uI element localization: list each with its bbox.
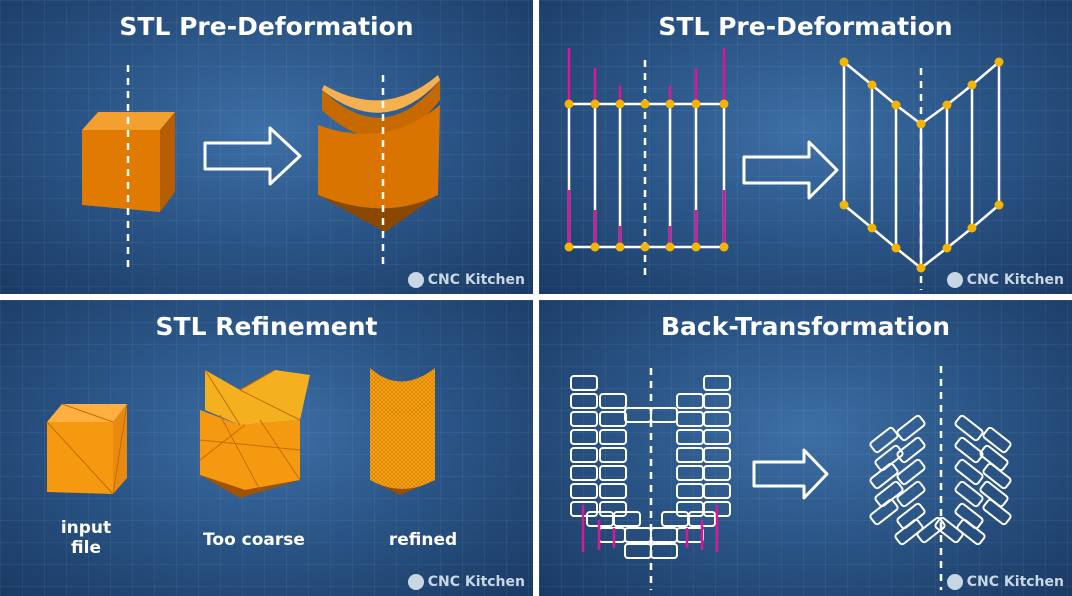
grid-nodes: [564, 99, 729, 252]
watermark: CNC Kitchen: [946, 574, 1064, 590]
back-transformation-diagram: [570, 366, 1012, 590]
panel-title: Back-Transformation: [660, 312, 951, 341]
label-too-coarse: Too coarse: [203, 530, 305, 550]
cnc-kitchen-logo-icon: [407, 574, 424, 590]
input-cube: [46, 403, 128, 495]
panel-refinement: STL Refinement: [0, 300, 533, 596]
arrow-icon: [203, 126, 302, 186]
cube-deformation-diagram: [82, 65, 440, 270]
arrow-icon: [752, 448, 829, 500]
panel-back-transformation: Back-Transformation: [539, 300, 1072, 596]
refined-deformed-cube: [370, 368, 435, 495]
grid-deformation-diagram: [564, 48, 1004, 290]
watermark-text: CNC Kitchen: [427, 574, 525, 590]
panel-title: STL Pre-Deformation: [119, 12, 414, 41]
watermark-text: CNC Kitchen: [966, 272, 1064, 288]
cnc-kitchen-logo-icon: [946, 574, 963, 590]
tilted-layers: [869, 414, 1012, 546]
cnc-kitchen-logo-icon: [407, 272, 424, 288]
cnc-kitchen-logo-icon: [946, 272, 963, 288]
watermark-text: CNC Kitchen: [966, 574, 1064, 590]
panel-title: STL Pre-Deformation: [658, 12, 953, 41]
displacement-arrows: [567, 48, 726, 247]
watermark: CNC Kitchen: [407, 272, 525, 288]
deformed-nodes: [839, 57, 1004, 273]
watermark: CNC Kitchen: [407, 574, 525, 590]
original-grid: [567, 102, 726, 249]
back-transform-arrows: [581, 505, 719, 552]
deformed-cube: [318, 75, 440, 232]
watermark-text: CNC Kitchen: [427, 272, 525, 288]
label-refined: refined: [388, 530, 458, 550]
panel-pre-deformation-cube: STL Pre-Deformation CNC Kitchen: [0, 0, 533, 294]
arrow-icon: [742, 140, 839, 200]
panel-pre-deformation-grid: STL Pre-Deformation: [539, 0, 1072, 294]
coarse-deformed-cube: [199, 369, 310, 498]
panel-title: STL Refinement: [155, 312, 378, 341]
refinement-diagram: [46, 368, 435, 498]
watermark: CNC Kitchen: [946, 272, 1064, 288]
label-input-file: input file: [60, 518, 112, 558]
